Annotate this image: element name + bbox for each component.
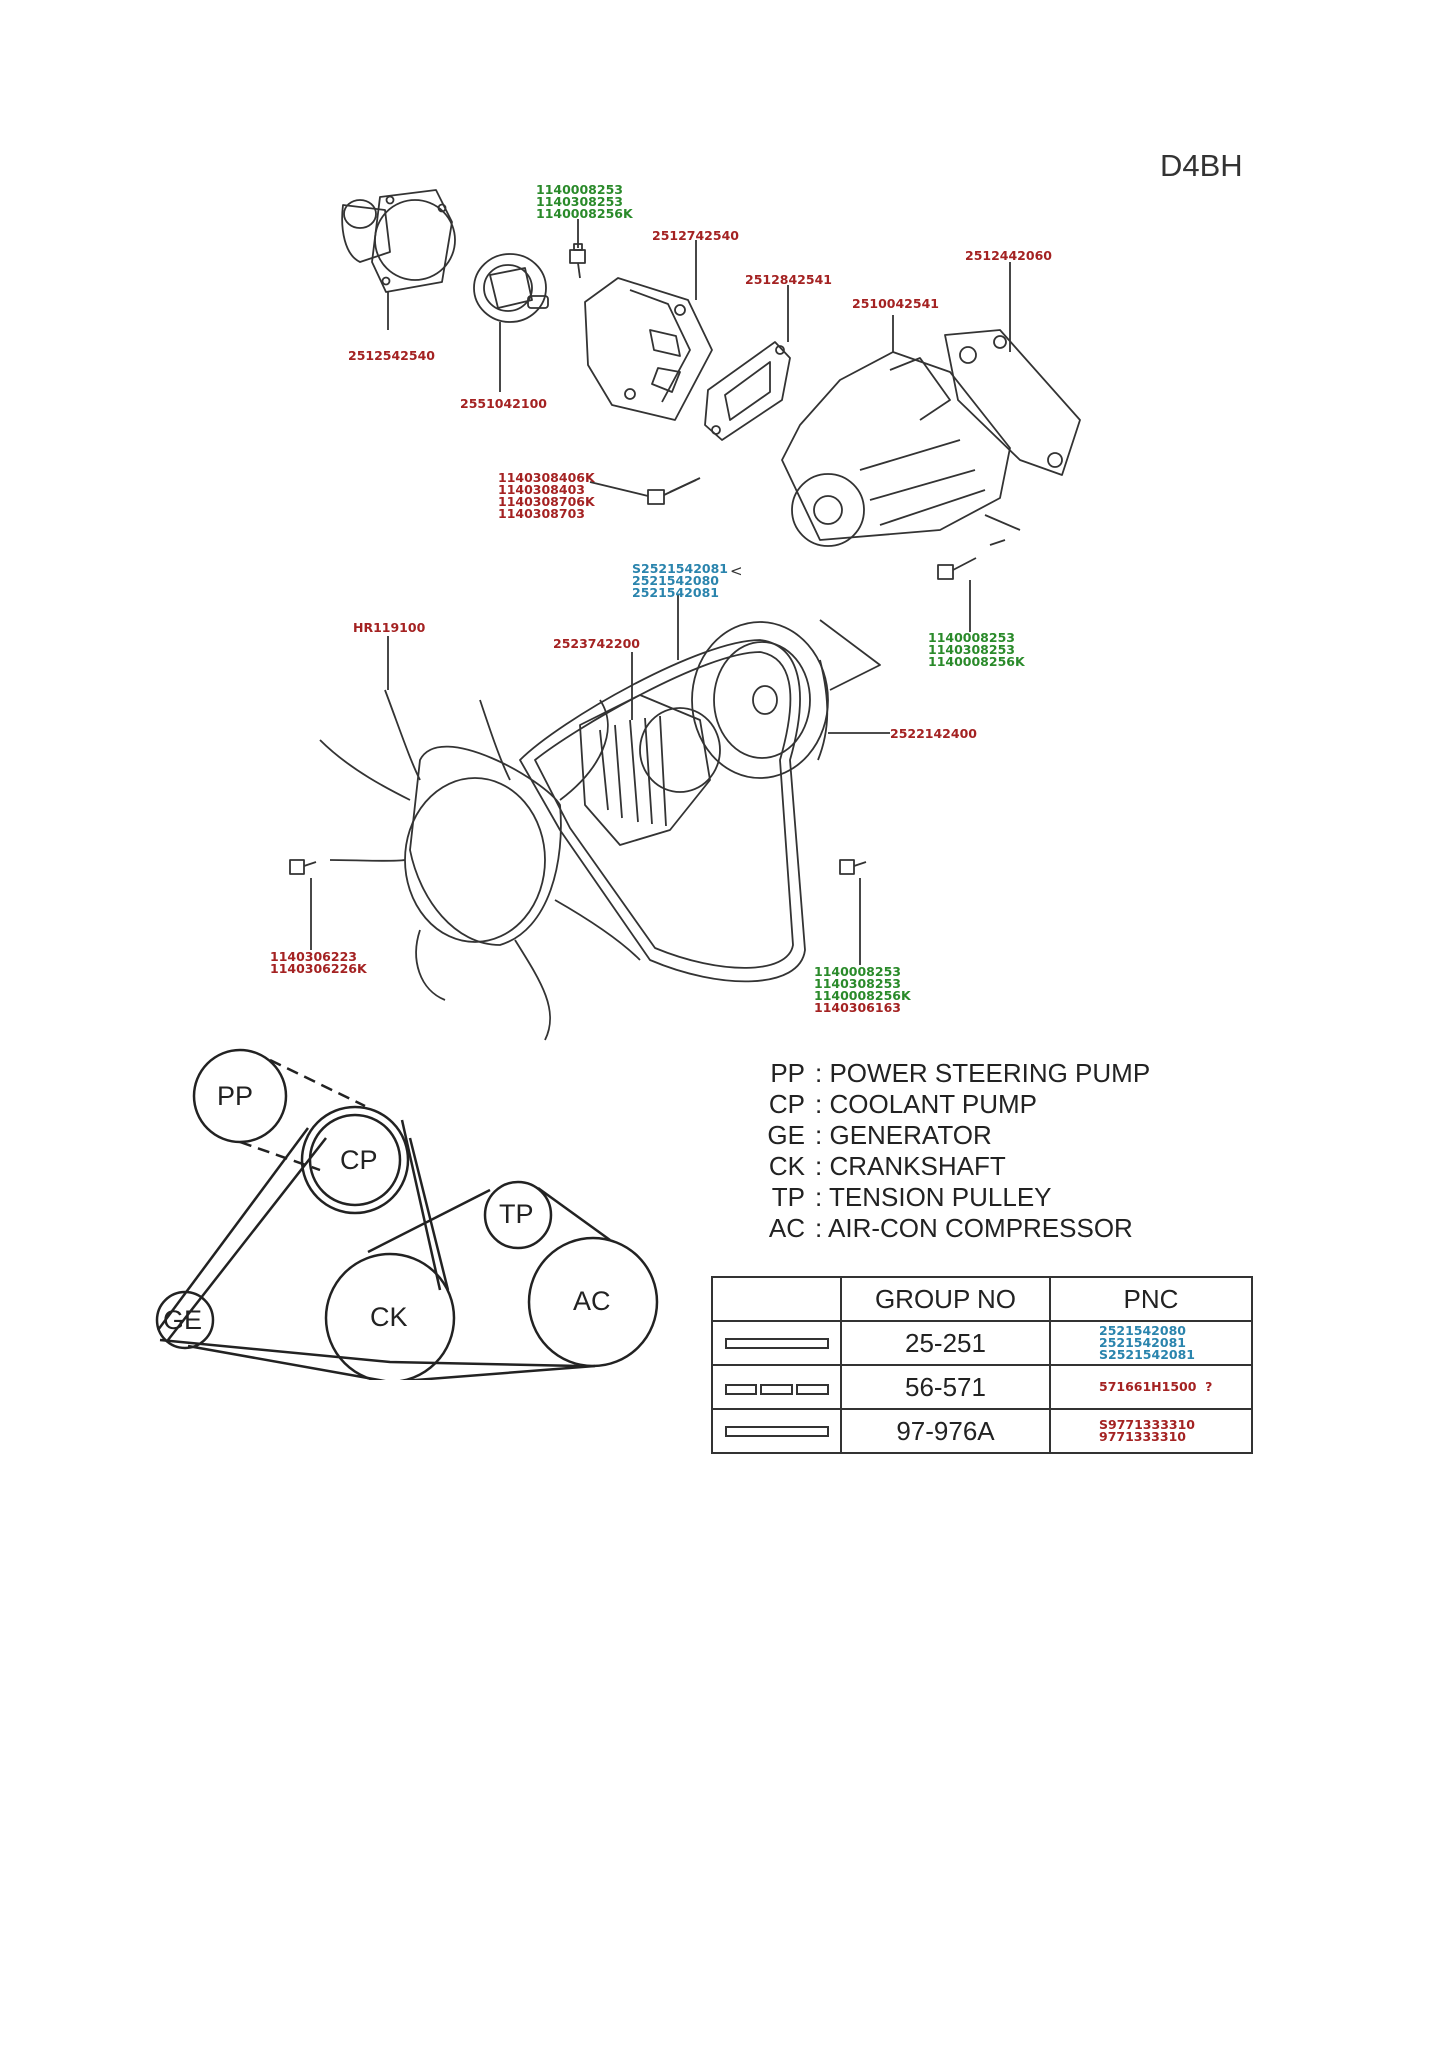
pulley-cp <box>300 1105 410 1215</box>
label-inlet-fitting: 2512742540 <box>652 228 739 243</box>
bolt-fan-drawing <box>289 859 317 875</box>
legend-row: GE: GENERATOR <box>767 1120 992 1150</box>
legend-row: CP: COOLANT PUMP <box>768 1089 1038 1119</box>
fan-drawing <box>319 689 641 1041</box>
belt-symbol-segmented <box>724 1383 829 1395</box>
pulley-pp-label: PP <box>217 1081 253 1111</box>
label-thermostat: 2551042100 <box>460 396 547 411</box>
belt-routing-diagram: PP CP GE CK TP AC <box>155 1048 659 1380</box>
legend-row: CK: CRANKSHAFT <box>768 1151 1006 1181</box>
header-group-no: GROUP NO <box>840 1276 1051 1322</box>
thermostat-drawing <box>473 253 549 323</box>
label-gasket-small: 2512842541 <box>745 272 832 287</box>
gasket-large-drawing <box>944 329 1081 476</box>
belt-bottom <box>159 1338 581 1368</box>
group-table-header: GROUP NO PNC <box>711 1276 1253 1322</box>
belt-cp-ck <box>400 1119 442 1291</box>
group-no-cell: 25-251 <box>840 1320 1051 1366</box>
label-gasket-large: 2512442060 <box>965 248 1052 263</box>
belt-symbol-solid <box>724 1337 829 1349</box>
bolt-top-drawing <box>569 243 586 279</box>
bolt-pump-drawing <box>937 514 1021 580</box>
pulley-tp-label: TP <box>499 1199 534 1229</box>
belt-symbol-cell <box>711 1408 842 1454</box>
pulley-ck-label: CK <box>370 1302 408 1332</box>
pnc-cell: 571661H1500 ? <box>1049 1364 1253 1410</box>
v-belt-marker: < <box>730 562 743 580</box>
pulley-ac-label: AC <box>573 1286 611 1316</box>
belt-ck-tp <box>367 1188 491 1254</box>
pulley-ge-label: GE <box>163 1305 202 1335</box>
bolt-inlet-drawing <box>647 477 701 505</box>
water-pump-drawing <box>781 351 1011 547</box>
belt-legend: PP: POWER STEERING PUMP CP: COOLANT PUMP… <box>755 1058 1150 1244</box>
gasket-small-drawing <box>704 341 791 441</box>
label-fan-clutch: 2523742200 <box>553 636 640 651</box>
label-thermostat-housing: 2512542540 <box>348 348 435 363</box>
header-pnc: PNC <box>1049 1276 1253 1322</box>
legend-row: AC: AIR-CON COMPRESSOR <box>768 1213 1133 1243</box>
belt-tp-ac <box>537 1186 611 1242</box>
belt-symbol-solid <box>724 1425 829 1437</box>
belt-symbol-cell <box>711 1320 842 1366</box>
pulley-drawing <box>691 621 829 779</box>
v-belt-drawing <box>519 619 881 983</box>
pulley-ck <box>324 1252 456 1380</box>
legend-row: PP: POWER STEERING PUMP <box>770 1058 1151 1088</box>
table-row: 56-571 571661H1500 ? <box>711 1364 1253 1410</box>
belt-pp-upper <box>269 1058 366 1108</box>
thermostat-housing-drawing <box>341 189 456 293</box>
bolt-lower-drawing <box>839 859 867 875</box>
pulley-tp <box>483 1180 553 1250</box>
water-inlet-fitting-drawing <box>584 277 713 421</box>
belt-pp-lower <box>239 1140 321 1172</box>
engine-code: D4BH <box>1160 148 1243 183</box>
group-no-cell: 56-571 <box>840 1364 1051 1410</box>
belt-ge-cp <box>156 1127 310 1331</box>
fan-clutch-drawing <box>579 694 721 846</box>
group-no-cell: 97-976A <box>840 1408 1051 1454</box>
header-symbol <box>711 1276 842 1322</box>
pulley-cp-label: CP <box>340 1145 378 1175</box>
label-fan: HR119100 <box>353 620 426 635</box>
leader-bolt-inlet <box>589 481 649 497</box>
label-water-pump: 2510042541 <box>852 296 939 311</box>
legend-row: TP: TENSION PULLEY <box>771 1182 1052 1212</box>
belt-symbol-cell <box>711 1364 842 1410</box>
label-pulley: 2522142400 <box>890 726 977 741</box>
